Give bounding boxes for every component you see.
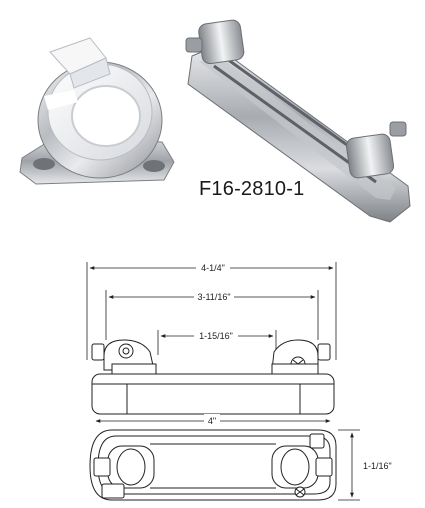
plan-view — [89, 429, 337, 501]
dim-base-length: 4" — [208, 416, 216, 426]
dim-width: 1-1/16" — [363, 461, 392, 471]
part-number: F16-2810-1 — [199, 178, 305, 200]
side-elevation — [91, 339, 335, 415]
dim-inner-span: 3-11/16" — [197, 292, 230, 302]
dim-overall-length: 4-1/4" — [201, 263, 225, 273]
dim-clamp-spacing: 1-15/16" — [199, 331, 233, 341]
clamp-photo — [19, 37, 175, 185]
bracket-photo — [185, 19, 411, 223]
